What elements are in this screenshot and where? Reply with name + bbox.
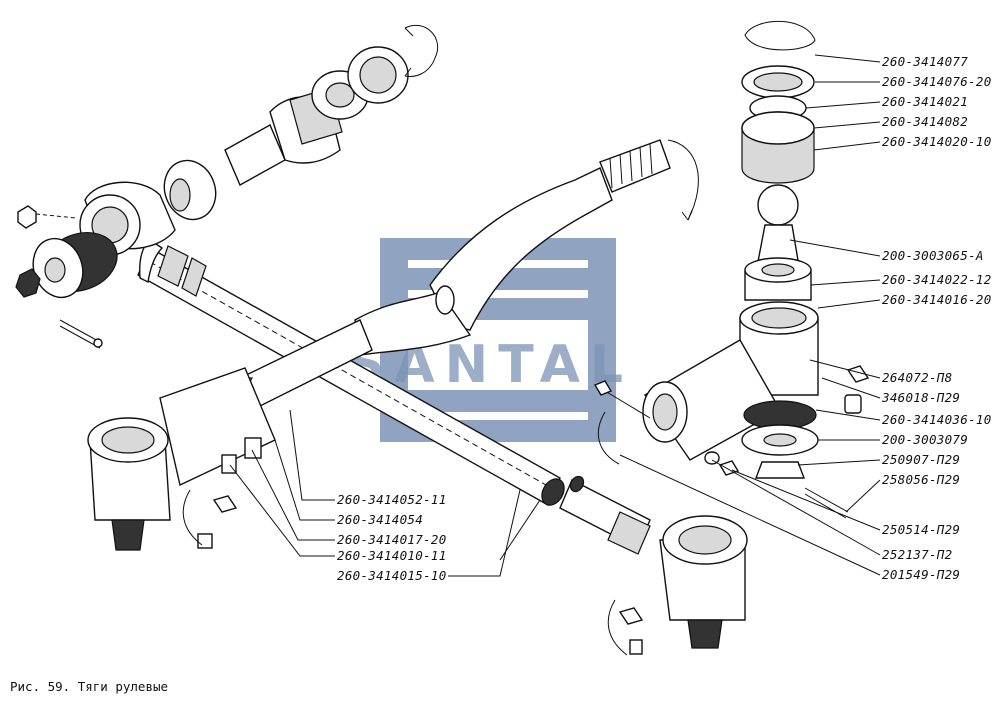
cross-tube — [137, 239, 565, 506]
part-label: 260-3414076-20 — [882, 74, 992, 89]
part-label: 201549-П29 — [882, 567, 960, 582]
figure-caption: Рис. 59. Тяги рулевые — [10, 679, 169, 694]
part-label: 260-3414082 — [882, 114, 968, 129]
part-number-labels-left: 260-3414052-11 260-3414054 260-3414017-2… — [337, 492, 447, 583]
leader-lines-right — [619, 54, 881, 576]
part-label: 260-3414015-10 — [337, 568, 447, 583]
part-label: 260-3414022-12 — [882, 272, 992, 287]
part-label: 260-3414017-20 — [337, 532, 447, 547]
part-label: 258056-П29 — [882, 472, 960, 487]
part-label: 250907-П29 — [882, 452, 960, 467]
part-label: 260-3414052-11 — [337, 492, 447, 507]
ball-joint-lower-right — [607, 515, 748, 656]
tube-right-segment — [559, 475, 651, 555]
part-label: 200-3003079 — [882, 432, 968, 447]
leader-lines-left — [229, 409, 541, 577]
threaded-rod — [354, 139, 699, 356]
part-label: 260-3414077 — [882, 54, 968, 69]
part-label: 252137-П2 — [882, 547, 952, 562]
part-number-labels-right: 260-3414077 260-3414076-20 260-3414021 2… — [881, 54, 992, 582]
part-label: 260-3414010-11 — [337, 548, 447, 563]
ball-joint-right-exploded — [593, 20, 870, 519]
part-label: 260-3414054 — [337, 512, 423, 527]
ball-joint-lower-left — [87, 367, 276, 551]
part-label: 200-3003065-А — [882, 248, 984, 263]
part-label: 260-3414021 — [882, 94, 968, 109]
part-label: 260-3414020-10 — [882, 134, 992, 149]
ball-joint-upper-left — [15, 24, 439, 349]
part-label: 260-3414036-10 — [882, 412, 992, 427]
part-label: 346018-П29 — [881, 390, 960, 405]
part-label: 250514-П29 — [882, 522, 960, 537]
part-label: 264072-П8 — [882, 370, 952, 385]
part-label: 260-3414016-20 — [882, 292, 992, 307]
